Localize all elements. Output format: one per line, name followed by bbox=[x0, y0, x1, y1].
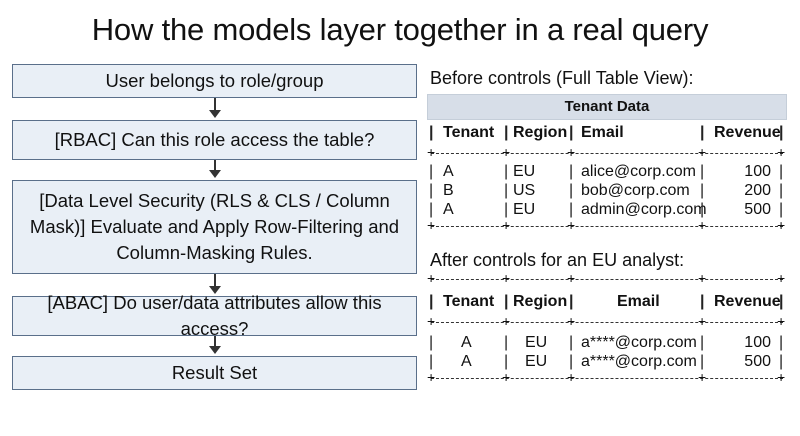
table-separator: ++ ++ + bbox=[427, 313, 786, 329]
table-header-row: | Tenant | Region | Email | Revenue | bbox=[429, 293, 784, 310]
table-separator: ++ ++ + bbox=[427, 270, 786, 286]
cell-email: admin@corp.com bbox=[581, 201, 707, 218]
flow-step-user-role: User belongs to role/group bbox=[12, 64, 417, 98]
before-label: Before controls (Full Table View): bbox=[430, 68, 694, 88]
cell-email: a****@corp.com bbox=[581, 353, 697, 370]
cell-tenant: A bbox=[461, 353, 472, 370]
flow-arrow bbox=[209, 336, 221, 354]
cell-tenant: B bbox=[443, 182, 454, 199]
cell-tenant: A bbox=[461, 334, 472, 351]
cell-revenue: 500 bbox=[744, 353, 771, 370]
cell-revenue: 200 bbox=[744, 182, 771, 199]
col-header: Revenue bbox=[714, 293, 781, 310]
flow-step-label: [ABAC] Do user/data attributes allow thi… bbox=[47, 292, 382, 339]
flow-arrow bbox=[209, 160, 221, 178]
flow-step-data-level-security: [Data Level Security (RLS & CLS / Column… bbox=[12, 180, 417, 274]
table-row: | B | US | bob@corp.com | 200 | bbox=[429, 182, 784, 199]
after-table: ++ ++ + | Tenant | Region | Email | Reve… bbox=[427, 270, 787, 385]
page-title: How the models layer together in a real … bbox=[91, 12, 709, 47]
cell-revenue: 100 bbox=[744, 334, 771, 351]
cell-tenant: A bbox=[443, 201, 454, 218]
col-header: Region bbox=[513, 293, 568, 310]
flow-arrow bbox=[209, 274, 221, 294]
table-row: | A | EU | admin@corp.com | 500 | bbox=[429, 201, 784, 218]
flow-arrow bbox=[209, 98, 221, 118]
flow-step-result-set: Result Set bbox=[12, 356, 417, 390]
col-header: Tenant bbox=[443, 124, 495, 141]
col-header: Email bbox=[617, 293, 660, 310]
table-title: Tenant Data bbox=[427, 94, 787, 120]
cell-revenue: 500 bbox=[744, 201, 771, 218]
cell-region: EU bbox=[513, 201, 536, 218]
table-row: | A | EU | a****@corp.com | 500 | bbox=[429, 353, 784, 370]
table-separator: ++ ++ + bbox=[427, 144, 786, 160]
col-header: Revenue bbox=[714, 124, 781, 141]
cell-email: alice@corp.com bbox=[581, 163, 696, 180]
flow-step-abac: [ABAC] Do user/data attributes allow thi… bbox=[12, 292, 417, 339]
flow-step-label: User belongs to role/group bbox=[105, 70, 324, 91]
table-row: | A | EU | alice@corp.com | 100 | bbox=[429, 163, 784, 180]
col-header: Region bbox=[513, 124, 568, 141]
cell-revenue: 100 bbox=[744, 163, 771, 180]
cell-email: bob@corp.com bbox=[581, 182, 690, 199]
cell-region: US bbox=[513, 182, 536, 199]
flow-step-label: [RBAC] Can this role access the table? bbox=[54, 129, 375, 150]
table-separator: ++ ++ + bbox=[427, 369, 786, 385]
flow-step-label: [Data Level Security (RLS & CLS / Column… bbox=[29, 190, 400, 263]
flow-step-rbac: [RBAC] Can this role access the table? bbox=[12, 120, 417, 160]
cell-region: EU bbox=[513, 163, 536, 180]
table-separator: ++ ++ + bbox=[427, 217, 786, 233]
cell-region: EU bbox=[525, 353, 548, 370]
table-header-row: | Tenant | Region | Email | Revenue | bbox=[429, 124, 784, 141]
flow-step-label: Result Set bbox=[171, 362, 258, 383]
cell-email: a****@corp.com bbox=[581, 334, 697, 351]
cell-region: EU bbox=[525, 334, 548, 351]
cell-tenant: A bbox=[443, 163, 454, 180]
col-header: Tenant bbox=[443, 293, 495, 310]
after-label: After controls for an EU analyst: bbox=[430, 250, 685, 270]
col-header: Email bbox=[581, 124, 624, 141]
table-row: | A | EU | a****@corp.com | 100 | bbox=[429, 334, 784, 351]
before-table: Tenant Data | Tenant | Region | Email | … bbox=[427, 94, 787, 233]
